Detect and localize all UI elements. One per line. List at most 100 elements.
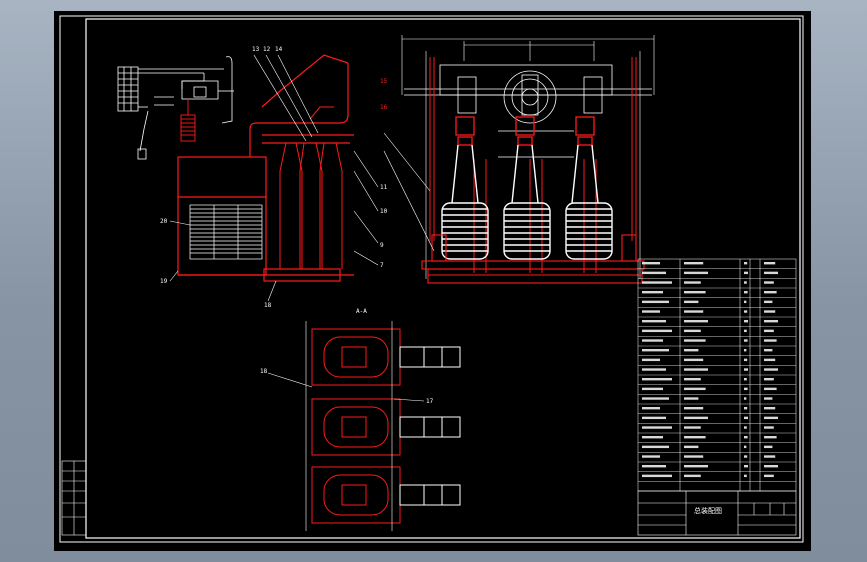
parts-cell-text: [684, 271, 708, 275]
parts-cell-text: [642, 378, 672, 381]
parts-cell-text: [764, 465, 778, 468]
left-view[interactable]: 13 12 14 15 16 11 10 9 7 20 19 18: [117, 46, 388, 309]
parts-cell-text: [764, 310, 776, 313]
contact-heads: [455, 116, 595, 146]
cabinet-outline: [177, 54, 354, 282]
parts-cell-text: [764, 474, 774, 478]
cad-viewport[interactable]: 13 12 14 15 16 11 10 9 7 20 19 18: [54, 11, 811, 551]
parts-cell-text: [764, 291, 777, 294]
parts-cell-text: [764, 436, 777, 439]
parts-cell-text: [744, 349, 747, 352]
svg-text:20: 20: [160, 218, 168, 225]
parts-cell-text: [744, 387, 748, 391]
parts-cell-text: [642, 397, 669, 400]
parts-cell-text: [642, 387, 663, 391]
parts-cell-text: [642, 339, 663, 342]
left-callouts: 13 12 14 15 16 11 10 9 7 20 19 18: [160, 46, 388, 309]
parts-cell-text: [684, 378, 701, 381]
parts-cell-text: [642, 445, 669, 449]
parts-cell-text: [642, 271, 666, 275]
parts-cell-text: [744, 378, 747, 381]
svg-text:18: 18: [260, 368, 268, 375]
parts-cell-text: [684, 329, 701, 333]
parts-cell-text: [684, 262, 704, 265]
svg-text:16: 16: [380, 104, 388, 111]
svg-text:15: 15: [380, 78, 388, 85]
svg-text:17: 17: [426, 398, 434, 405]
parts-cell-text: [764, 397, 773, 400]
parts-cell-text: [744, 339, 748, 342]
right-view[interactable]: [383, 35, 655, 284]
insulator-2: [503, 144, 551, 260]
parts-cell-text: [764, 378, 774, 381]
parts-cell-text: [764, 262, 776, 265]
parts-list-rows: [638, 262, 796, 482]
parts-cell-text: [684, 291, 706, 294]
parts-cell-text: [744, 291, 748, 294]
parts-cell-text: [642, 436, 663, 439]
svg-text:13: 13: [252, 46, 260, 53]
parts-cell-text: [744, 445, 747, 449]
parts-cell-text: [684, 455, 704, 458]
parts-cell-text: [684, 358, 704, 362]
parts-cell-text: [642, 358, 660, 362]
insulator-posts: [279, 106, 343, 269]
svg-text:10: 10: [380, 208, 388, 215]
parts-cell-text: [642, 281, 672, 284]
parts-cell-text: [684, 426, 701, 429]
outer-frame: [59, 15, 804, 543]
title-block[interactable]: [637, 490, 797, 536]
parts-cell-text: [764, 368, 778, 371]
parts-cell-text: [684, 387, 706, 391]
parts-cell-text: [642, 465, 666, 468]
parts-cell-text: [744, 455, 748, 458]
plan-unit-3: [311, 466, 461, 524]
parts-cell-text: [642, 320, 666, 323]
parts-cell-text: [764, 320, 778, 323]
parts-cell-text: [744, 281, 747, 284]
plan-unit-1: [311, 328, 461, 386]
parts-cell-text: [684, 407, 704, 410]
vertical-rods: [429, 57, 637, 273]
parts-cell-text: [744, 416, 748, 420]
parts-cell-text: [764, 407, 776, 410]
parts-cell-text: [764, 281, 774, 284]
parts-cell-text: [684, 320, 708, 323]
parts-cell-text: [764, 358, 776, 362]
inner-frame: [85, 18, 801, 539]
parts-cell-text: [642, 349, 669, 352]
base-frame: [421, 234, 645, 284]
parts-cell-text: [744, 368, 748, 371]
svg-text:7: 7: [380, 262, 384, 269]
parts-cell-text: [684, 397, 699, 400]
right-leaders: [383, 132, 435, 252]
parts-cell-text: [684, 436, 706, 439]
plan-view[interactable]: A-A: [260, 308, 461, 531]
left-leaders: [169, 54, 379, 302]
parts-cell-text: [642, 329, 672, 333]
parts-cell-text: [642, 368, 666, 371]
section-label: A-A: [356, 308, 367, 315]
parts-cell-text: [764, 300, 773, 304]
svg-text:11: 11: [380, 184, 388, 191]
parts-cell-text: [764, 426, 774, 429]
parts-cell-text: [642, 291, 663, 294]
parts-cell-text: [764, 445, 773, 449]
parts-cell-text: [642, 455, 660, 458]
parts-cell-text: [684, 310, 704, 313]
insulator-stacks: [441, 144, 613, 260]
parts-cell-text: [744, 329, 747, 333]
plan-unit-2: [311, 398, 461, 456]
top-mechanism: [117, 56, 234, 160]
radiator-block: [189, 204, 263, 260]
parts-cell-text: [642, 426, 672, 429]
parts-cell-text: [744, 436, 748, 439]
parts-cell-text: [684, 300, 699, 304]
insulator-1: [441, 144, 489, 260]
svg-text:14: 14: [275, 46, 283, 53]
parts-cell-text: [744, 465, 748, 468]
side-strip: [61, 460, 87, 536]
svg-text:19: 19: [160, 278, 168, 285]
parts-cell-text: [764, 339, 777, 342]
parts-cell-text: [684, 339, 706, 342]
